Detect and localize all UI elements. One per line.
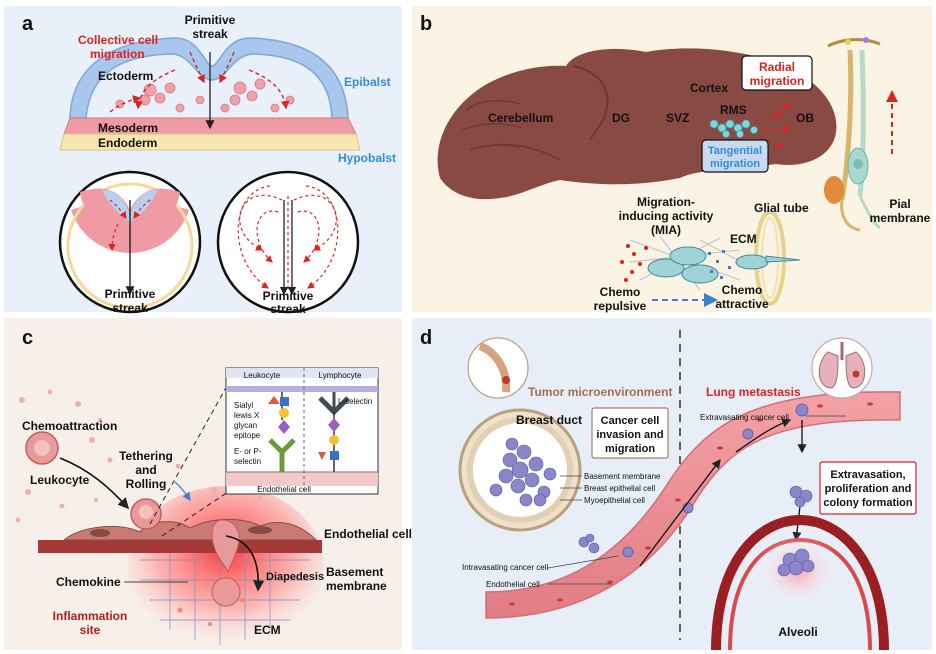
chemokine-label: Chemokine <box>56 575 121 589</box>
basement-membrane-2: membrane <box>326 579 387 593</box>
circle2-label-1: Primitive <box>263 289 314 303</box>
alveoli-label: Alveoli <box>778 625 817 639</box>
inset-eorp-1: E- or P- <box>234 447 262 456</box>
panel-a-letter: a <box>22 13 34 35</box>
invasion-label-2: invasion and <box>596 429 663 441</box>
endothelial-label-d: Endothelial cell <box>486 580 540 589</box>
dg-label: DG <box>612 111 630 125</box>
endothelial-cell-label: Endothelial cell <box>324 527 412 541</box>
intravasating-label: Intravasating cancer cell <box>462 563 548 572</box>
inset-sialyl-1: Sialyl <box>234 401 253 410</box>
cortex-label: Cortex <box>690 81 728 95</box>
primitive-streak-top-1: Primitive <box>185 13 236 27</box>
ecm-label-b: ECM <box>730 232 757 246</box>
inset-lymphocyte: Lymphocyte <box>319 371 362 380</box>
inset-lselectin: L-selectin <box>338 397 372 406</box>
pial-membrane-1: Pial <box>889 197 910 211</box>
radial-migration-1: Radial <box>759 60 795 74</box>
panel-d-letter: d <box>420 327 432 349</box>
cerebellum-label: Cerebellum <box>488 111 553 125</box>
invasion-label-3: migration <box>605 443 655 455</box>
tethering-label-2: and <box>135 463 156 477</box>
ecm-label-c: ECM <box>254 623 281 637</box>
panel-b-graphics <box>437 37 898 307</box>
inset-sialyl-4: epitope <box>234 431 261 440</box>
basement-membrane-label: Basement membrane <box>584 472 661 481</box>
inset-eorp-2: selectin <box>234 457 261 466</box>
tethering-label-1: Tethering <box>119 449 173 463</box>
circle1-label-1: Primitive <box>105 287 156 301</box>
rms-label: RMS <box>720 103 747 117</box>
endoderm-label: Endoderm <box>98 136 157 150</box>
inset-sialyl-3: glycan <box>234 421 257 430</box>
diapedesis-label: Diapedesis <box>266 571 324 583</box>
radial-migration-2: migration <box>750 74 805 88</box>
tethering-label-3: Rolling <box>126 477 167 491</box>
panel-d-graphics <box>458 330 917 651</box>
mia-label-3: (MIA) <box>651 223 681 237</box>
hypoblast-label: Hypobalst <box>338 151 396 165</box>
panel-b-letter: b <box>420 13 432 35</box>
panel-c-letter: c <box>22 327 33 349</box>
inset-sialyl-2: lewis X <box>234 411 260 420</box>
inset-endothelial: Endothelial cell <box>257 485 311 494</box>
extravasating-label: Extravasating cancer cell <box>700 413 789 422</box>
epiblast-label: Epibalst <box>344 75 391 89</box>
panel-a-graphics <box>58 37 361 314</box>
chemo-repulsive-1: Chemo <box>600 285 641 299</box>
ectoderm-label: Ectoderm <box>98 69 153 83</box>
extravasation-box-2: proliferation and <box>825 483 912 495</box>
chemo-attractive-2: attractive <box>715 297 769 311</box>
radial-neuron <box>824 37 881 232</box>
extravasation-box-1: Extravasation, <box>830 469 905 481</box>
panel-c-graphics <box>15 367 379 646</box>
invasion-label-1: Cancer cell <box>601 415 660 427</box>
primitive-streak-top-2: streak <box>192 27 228 41</box>
extravasation-box-3: colony formation <box>823 497 913 509</box>
inset-leukocyte: Leukocyte <box>244 371 281 380</box>
pial-membrane-2: membrane <box>870 211 931 225</box>
chemotaxis-illustration <box>620 210 801 307</box>
tumor-micro-label: Tumor microenvironment <box>528 385 672 399</box>
mia-label-1: Migration- <box>637 195 695 209</box>
circle1-label-2: streak <box>112 301 148 315</box>
tangential-migration-1: Tangential <box>708 145 762 157</box>
text-layer: a b c d Collective cell migration Primit… <box>22 13 931 639</box>
circle2-label-2: streak <box>270 302 306 316</box>
breast-epithelial-label: Breast epithelial cell <box>584 484 655 493</box>
tangential-migration-2: migration <box>710 158 760 170</box>
inflammation-label-2: site <box>80 623 101 637</box>
mesoderm-label: Mesoderm <box>98 121 158 135</box>
chemo-attractive-1: Chemo <box>722 283 763 297</box>
inflammation-label-1: Inflammation <box>53 609 128 623</box>
leukocyte-label: Leukocyte <box>30 473 90 487</box>
breast-duct-label: Breast duct <box>516 413 582 427</box>
glial-tube-label: Glial tube <box>754 201 809 215</box>
collective-label-1: Collective cell <box>78 33 158 47</box>
mia-label-2: inducing activity <box>619 209 714 223</box>
chemo-repulsive-2: repulsive <box>594 299 647 313</box>
ob-label: OB <box>796 111 814 125</box>
collective-label-2: migration <box>90 47 145 61</box>
basement-membrane-1: Basement <box>326 565 383 579</box>
lung-meta-label: Lung metastasis <box>706 385 801 399</box>
selectin-inset <box>225 367 379 495</box>
svz-label: SVZ <box>666 111 689 125</box>
myoepithelial-label: Myoepithelial cell <box>584 496 645 505</box>
chemoattraction-label: Chemoattraction <box>22 419 117 433</box>
